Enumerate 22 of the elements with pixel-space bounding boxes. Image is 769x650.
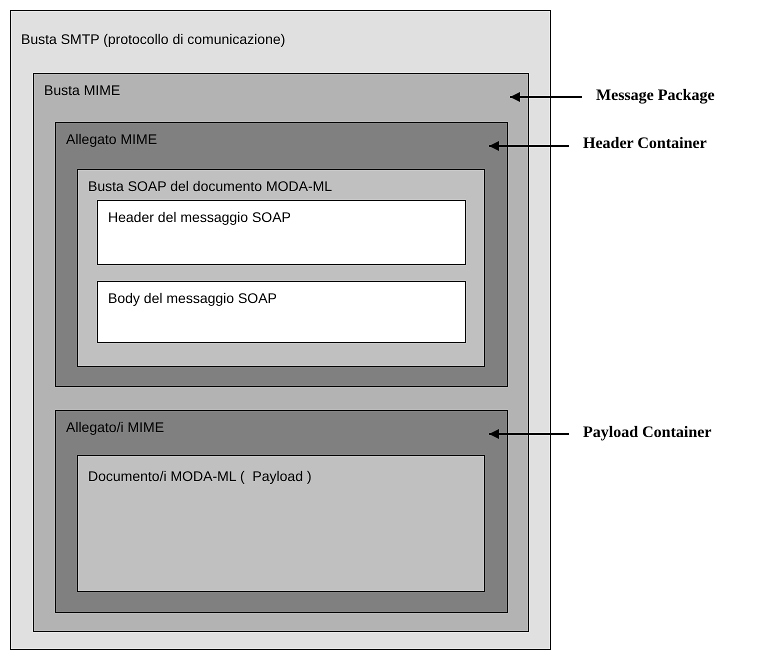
container-box	[97, 200, 466, 265]
box-title: Documento/i MODA-ML ( Payload )	[88, 468, 312, 484]
box-title: Allegato/i MIME	[66, 419, 164, 435]
container-box	[55, 410, 508, 613]
callout-label: Header Container	[583, 135, 707, 153]
box-title: Header del messaggio SOAP	[108, 209, 291, 225]
callout-label: Payload Container	[583, 424, 712, 442]
arrow	[510, 92, 582, 102]
container-box	[33, 73, 529, 632]
box-title: Body del messaggio SOAP	[108, 290, 277, 306]
container-box	[55, 122, 508, 387]
box-title: Busta MIME	[44, 82, 120, 98]
arrow	[489, 429, 569, 439]
arrow	[489, 141, 569, 151]
box-title: Busta SOAP del documento MODA-ML	[88, 178, 332, 194]
callout-label: Message Package	[596, 87, 715, 105]
box-title: Allegato MIME	[66, 131, 158, 147]
container-box	[10, 10, 551, 650]
container-box	[77, 169, 485, 367]
box-title: Busta SMTP (protocollo di comunicazione)	[21, 31, 286, 47]
container-box	[77, 455, 485, 592]
container-box	[97, 281, 466, 343]
